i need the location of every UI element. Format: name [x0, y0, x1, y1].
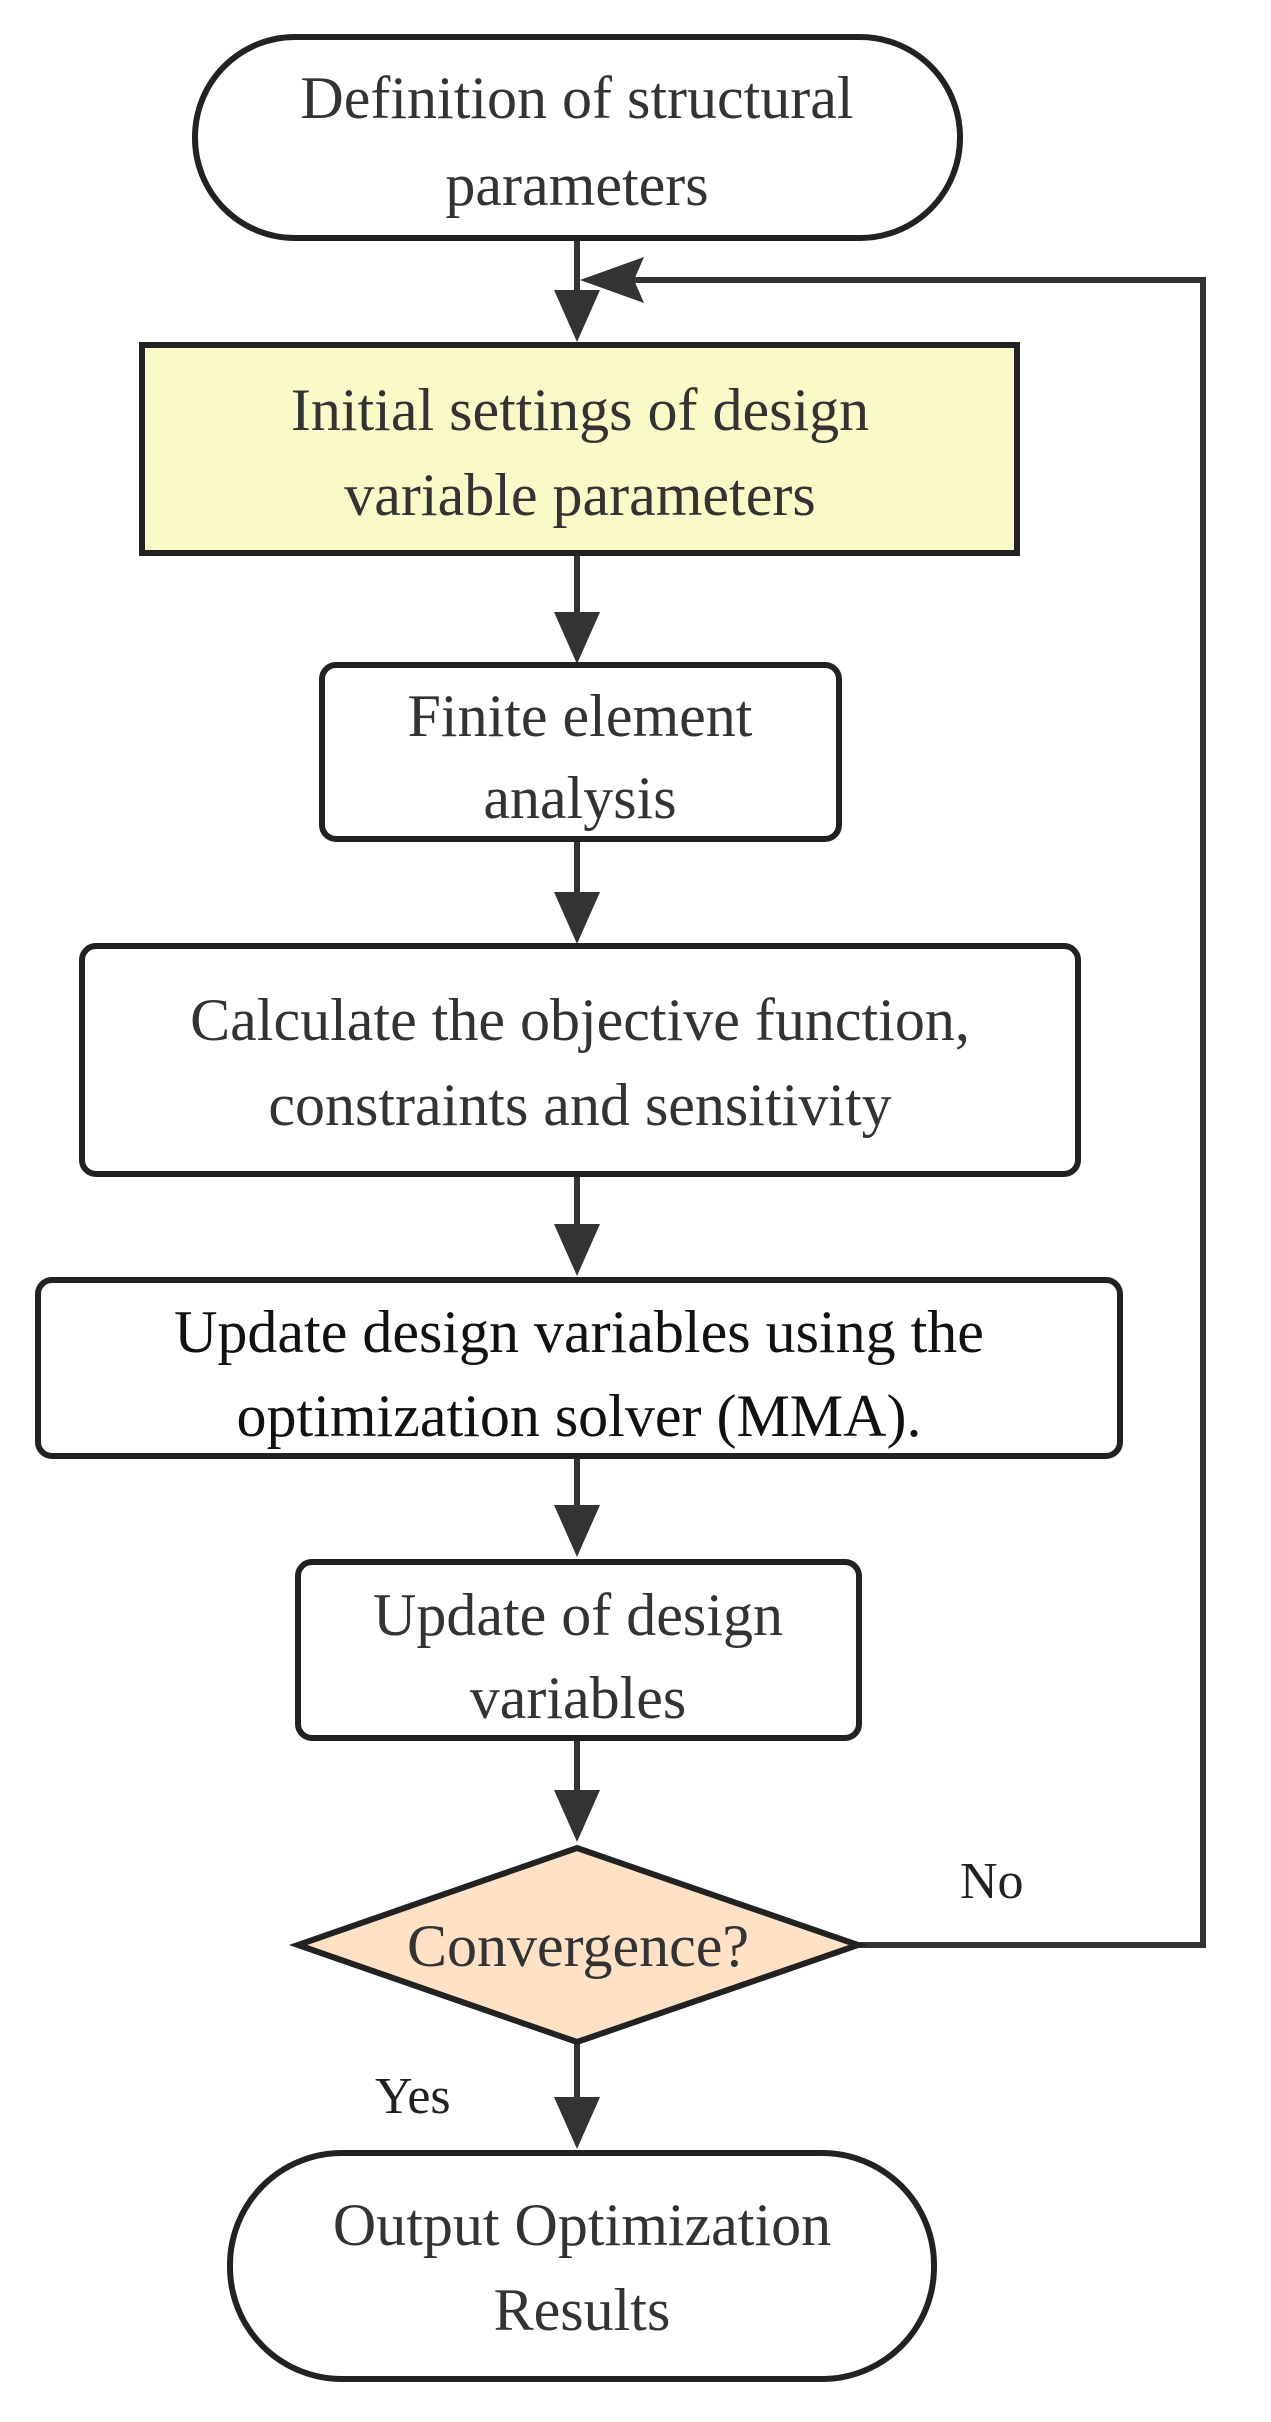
node-update-line-1: Update of design [373, 1582, 783, 1648]
process-shape [79, 943, 1081, 1177]
node-update-line-2: variables [470, 1665, 687, 1731]
node-end-line-2: Results [494, 2277, 671, 2343]
node-end-line-1: Output Optimization [333, 2192, 831, 2258]
arrowhead-update [554, 1505, 600, 1557]
arrowhead-init [554, 290, 600, 342]
node-mma-line-1: Update design variables using the [174, 1299, 984, 1365]
process-shape-highlighted [139, 342, 1020, 556]
edge-no-loop [625, 277, 1206, 1948]
process-shape [295, 1559, 862, 1741]
node-init-line-1: Initial settings of design [291, 377, 869, 443]
node-calc-line-1: Calculate the objective function, [190, 987, 970, 1053]
node-start-line-1: Definition of structural [300, 65, 853, 131]
edges [554, 240, 1206, 2149]
process-shape [35, 1277, 1123, 1459]
arrowhead-decision [554, 1790, 600, 1842]
arrowhead-calc [554, 892, 600, 944]
node-update: Update of design variables [295, 1559, 862, 1741]
node-end: Output Optimization Results [227, 2150, 937, 2382]
node-start-line-2: parameters [445, 152, 708, 218]
edge-label-no: No [960, 1853, 1024, 1910]
arrowhead-mma [554, 1224, 600, 1276]
process-shape [319, 662, 842, 842]
node-mma-line-2: optimization solver (MMA). [237, 1383, 922, 1449]
node-init: Initial settings of design variable para… [139, 342, 1020, 556]
arrowhead-end [554, 2097, 600, 2149]
node-calc-line-2: constraints and sensitivity [268, 1072, 891, 1138]
node-fea-line-1: Finite element [408, 683, 753, 749]
arrowhead-loop [580, 257, 644, 303]
node-fea-line-2: analysis [483, 765, 676, 831]
node-calc: Calculate the objective function, constr… [79, 943, 1081, 1177]
node-init-line-2: variable parameters [344, 462, 815, 528]
node-decision-label: Convergence? [407, 1913, 749, 1979]
node-decision: Convergence? [288, 1844, 868, 2046]
node-mma: Update design variables using the optimi… [35, 1277, 1123, 1459]
node-start: Definition of structural parameters [192, 34, 963, 241]
terminal-shape [192, 34, 963, 241]
node-fea: Finite element analysis [319, 662, 842, 842]
arrowhead-fea [554, 612, 600, 664]
terminal-shape [227, 2150, 937, 2382]
edge-label-yes: Yes [375, 2068, 451, 2125]
decision-diamond [288, 1844, 868, 2046]
